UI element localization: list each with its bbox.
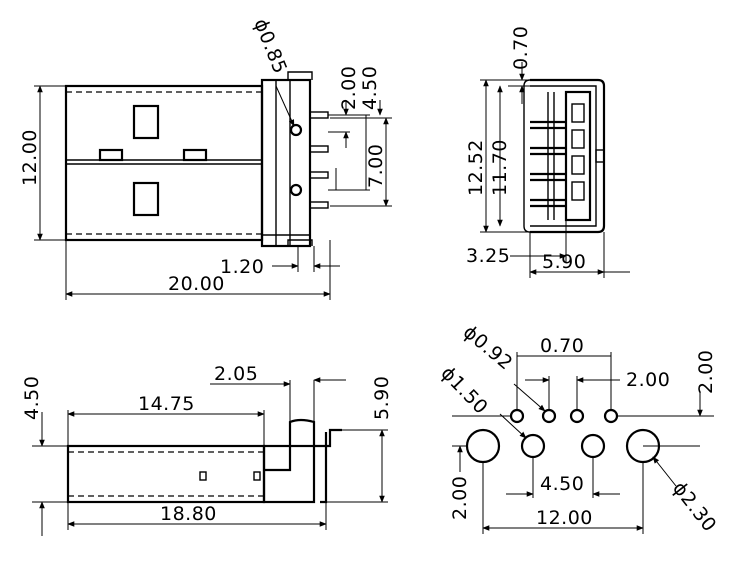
pin-hole-2 bbox=[541, 408, 557, 424]
dim-height-450: 4.50 bbox=[21, 376, 43, 420]
end-view: 0.70 12.52 11.70 3.25 5.90 bbox=[465, 26, 630, 278]
top-view-rear-housing bbox=[260, 78, 312, 248]
dim-pin-120: 1.20 bbox=[220, 256, 264, 278]
dim-inner-1170: 11.70 bbox=[489, 139, 511, 196]
latch-window-lower bbox=[132, 181, 160, 217]
peg-hole-lower bbox=[289, 183, 303, 197]
dim-row-offset-200: 2.00 bbox=[449, 476, 471, 520]
dim-shell-1475: 14.75 bbox=[138, 393, 195, 415]
peg-hole-upper bbox=[289, 123, 303, 137]
peg-hole-right bbox=[580, 433, 606, 459]
dim-top-070: 0.70 bbox=[510, 26, 532, 70]
dim-hole-085: ϕ0.85 bbox=[249, 16, 291, 77]
pin-hole-1 bbox=[509, 408, 525, 424]
dim-vert-200-right: 2.00 bbox=[695, 350, 717, 394]
dim-length-2000: 20.00 bbox=[168, 273, 225, 295]
dim-span-700: 7.00 bbox=[365, 144, 387, 188]
dim-span-450: 4.50 bbox=[540, 473, 584, 495]
dim-peg-hole-150: ϕ1.50 bbox=[436, 362, 492, 419]
dim-pitch-070: 0.70 bbox=[540, 335, 584, 357]
dim-width-12: 12.00 bbox=[19, 129, 41, 186]
dim-pitch-200-right: 2.00 bbox=[626, 369, 670, 391]
pin-hole-4 bbox=[603, 408, 619, 424]
side-view: 4.50 14.75 2.05 5.90 18.80 bbox=[21, 363, 393, 536]
dim-total-590: 5.90 bbox=[371, 376, 393, 420]
pin-hole-3 bbox=[569, 408, 585, 424]
dim-pitch-200: 2.00 bbox=[338, 66, 360, 110]
latch-window-upper bbox=[132, 104, 160, 140]
peg-hole-left bbox=[520, 433, 546, 459]
dim-lip-325: 3.25 bbox=[466, 245, 510, 267]
top-view-shell bbox=[64, 84, 264, 242]
dim-outer-1252: 12.52 bbox=[465, 139, 487, 196]
mount-hole-left bbox=[465, 428, 501, 464]
pcb-footprint: ϕ0.92 0.70 2.00 2.00 ϕ1.50 2.00 4.50 bbox=[436, 321, 720, 536]
dim-tab-205: 2.05 bbox=[214, 363, 258, 385]
dim-pin-hole-092: ϕ0.92 bbox=[459, 321, 517, 375]
dim-depth-590: 5.90 bbox=[542, 251, 586, 273]
dim-body-1880: 18.80 bbox=[160, 503, 217, 525]
top-view: 12.00 ϕ0.85 2.00 4.50 7.00 1.20 20.00 bbox=[19, 16, 392, 300]
dim-span-1200: 12.00 bbox=[536, 507, 593, 529]
dim-mount-hole-230: ϕ2.30 bbox=[668, 478, 721, 537]
dim-pitch-450: 4.50 bbox=[359, 66, 381, 110]
side-view-body bbox=[66, 444, 266, 504]
